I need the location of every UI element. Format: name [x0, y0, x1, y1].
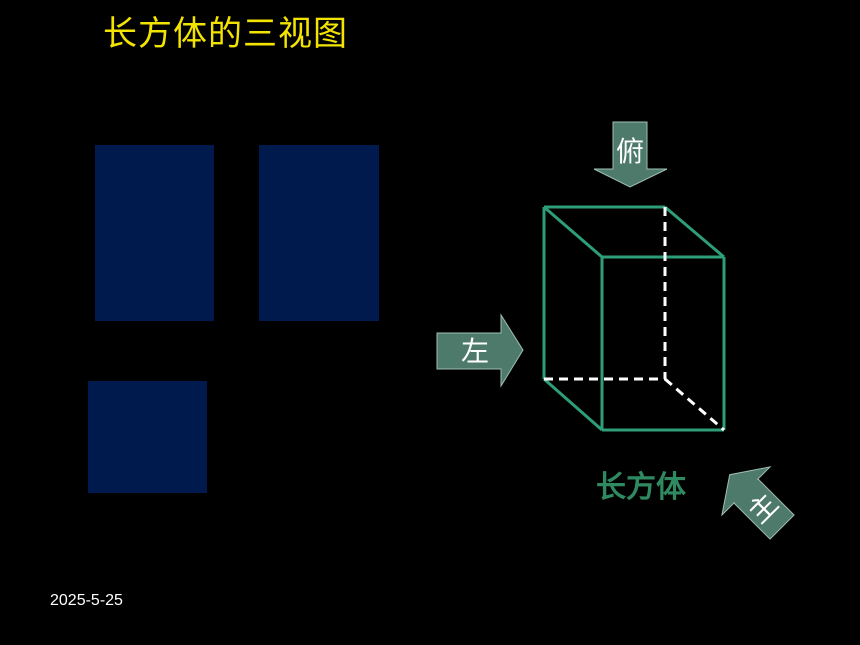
left-arrow-label: 左 [461, 335, 489, 368]
front-view-arrow: 主 [721, 466, 795, 540]
slide-date: 2025-5-25 [50, 592, 123, 609]
front-view-rectangle [95, 145, 214, 321]
cuboid [542, 205, 726, 432]
side-view-rectangle [259, 145, 379, 321]
cube-edge [664, 205, 725, 259]
top-view-arrow: 俯 [593, 121, 668, 188]
slide-title: 长方体的三视图 [103, 14, 348, 54]
cube-edge [543, 205, 603, 259]
top-arrow-label: 俯 [616, 135, 644, 168]
hidden-edges [544, 207, 725, 432]
top-view-rectangle [88, 381, 207, 493]
hidden-edge [664, 377, 725, 432]
cuboid-label: 长方体 [596, 470, 686, 505]
cube-edge [543, 377, 603, 432]
left-view-arrow: 左 [436, 313, 524, 388]
